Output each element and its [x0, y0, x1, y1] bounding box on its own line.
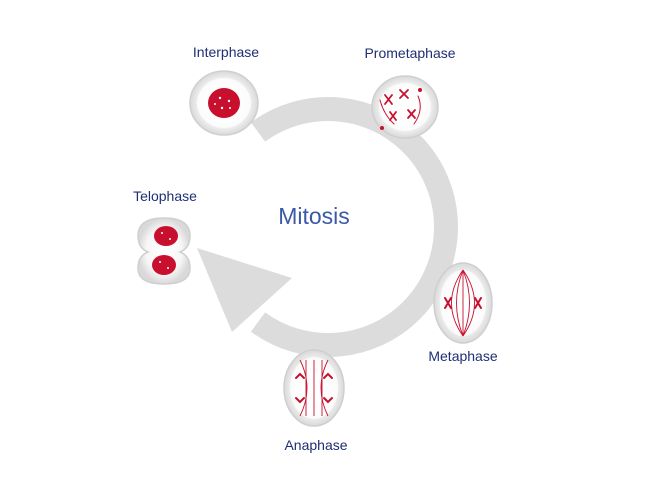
anaphase-cell [283, 349, 345, 427]
interphase-cell [189, 70, 259, 136]
diagram-title: Mitosis [278, 203, 350, 229]
label-interphase: Interphase [192, 44, 260, 60]
telophase-cell [137, 217, 191, 285]
cycle-arrow [197, 97, 458, 357]
prometaphase-cell [371, 75, 439, 139]
label-telophase: Telophase [133, 188, 197, 204]
label-anaphase: Anaphase [284, 437, 348, 453]
label-metaphase: Metaphase [428, 348, 498, 364]
label-prometaphase: Prometaphase [364, 45, 456, 61]
metaphase-cell [433, 262, 493, 344]
